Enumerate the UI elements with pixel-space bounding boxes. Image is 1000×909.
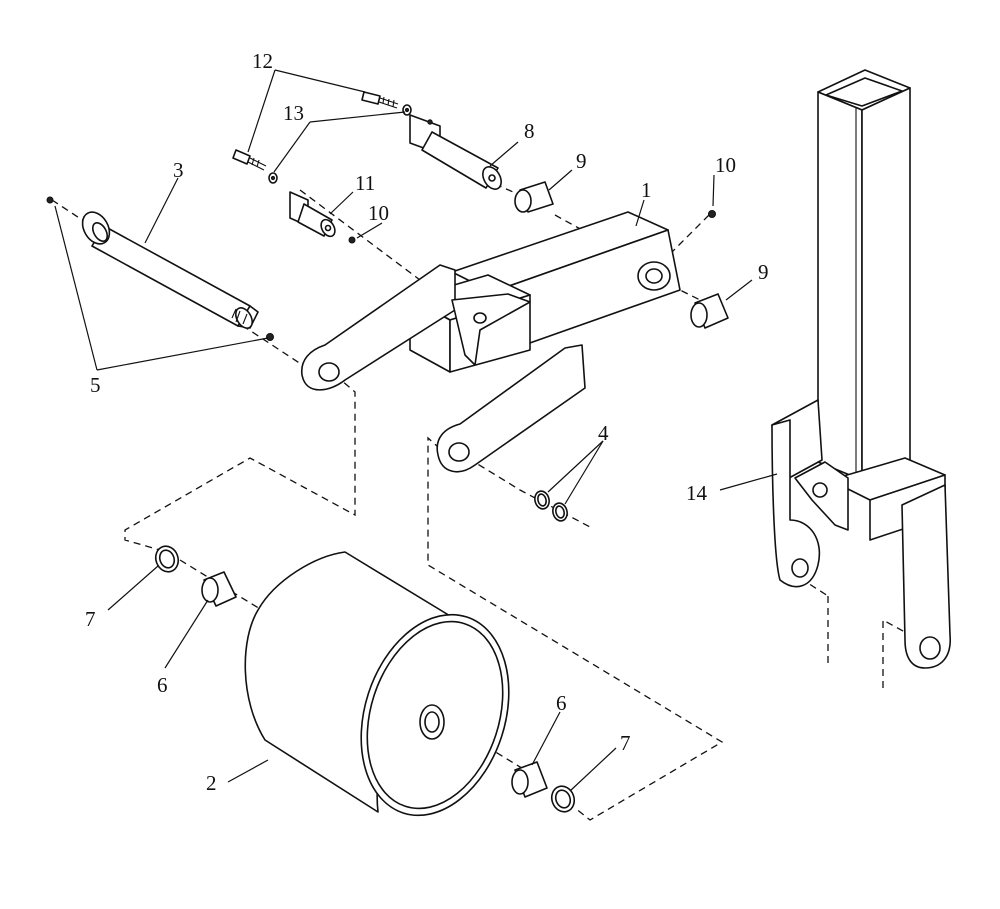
part-6-bushings — [201, 571, 548, 798]
part-3-long-pin — [81, 211, 259, 329]
part-10-grease-fittings — [348, 210, 716, 244]
callout-13: 13 — [283, 101, 304, 125]
callout-7-left: 7 — [85, 607, 96, 631]
callout-2: 2 — [206, 771, 217, 795]
callout-4: 4 — [598, 421, 609, 445]
part-11-plate-pin — [289, 191, 336, 238]
part-5-grease-fittings — [46, 196, 274, 341]
part-12-bolts — [232, 91, 399, 171]
part-9-bushings — [514, 181, 729, 329]
part-2-roller-wheel — [244, 551, 510, 817]
leader-lines — [54, 69, 778, 792]
callout-8: 8 — [524, 119, 535, 143]
part-4-snap-rings — [534, 490, 568, 522]
callout-5: 5 — [90, 373, 101, 397]
callout-12: 12 — [252, 49, 273, 73]
callout-3: 3 — [173, 158, 184, 182]
part-7-rings — [154, 545, 576, 813]
callout-7-right: 7 — [620, 731, 631, 755]
callout-10-left: 10 — [368, 201, 389, 225]
callout-9-right: 9 — [758, 260, 769, 284]
part-13-washers — [268, 104, 412, 184]
callout-11: 11 — [355, 171, 375, 195]
part-14-shank — [771, 69, 951, 669]
callout-6-right: 6 — [556, 691, 567, 715]
callout-14: 14 — [686, 481, 708, 505]
callout-9-top: 9 — [576, 149, 587, 173]
part-8-plate-pin — [409, 114, 502, 190]
callout-10-right: 10 — [715, 153, 736, 177]
part-1-main-frame — [300, 211, 681, 473]
callout-1: 1 — [641, 178, 652, 202]
callout-6-left: 6 — [157, 673, 168, 697]
callout-labels: 12 13 8 11 3 1 10 10 9 9 5 4 14 7 6 2 6 … — [85, 49, 769, 795]
